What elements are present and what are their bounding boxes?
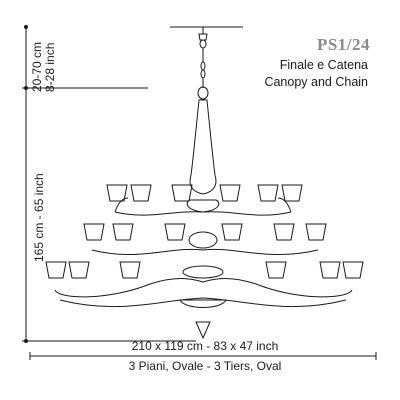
- part-label-italian: Finale e Catena: [279, 58, 368, 72]
- tier-middle-arms: [91, 248, 319, 256]
- tier-top-arms: [114, 197, 292, 216]
- lampshades-bottom-tier: [45, 261, 364, 279]
- chain-height-cm-label: 20-70 cm: [30, 41, 44, 92]
- part-label-english: Canopy and Chain: [264, 75, 368, 89]
- tiers-description: 3 Piani, Ovale - 3 Tiers, Oval: [128, 359, 282, 373]
- canopy-and-chain: [198, 27, 208, 88]
- tier-bottom-arms: [54, 278, 353, 308]
- lampshades-middle-tier: [83, 223, 327, 241]
- width-dimension-label: 210 x 119 cm - 83 x 47 inch: [131, 339, 279, 353]
- lampshades-top-tier: [106, 184, 303, 202]
- model-code: PS1/24: [316, 35, 370, 54]
- body-height-label: 165 cm - 65 inch: [32, 173, 46, 262]
- chain-height-inch-label: 8-28 inch: [43, 42, 57, 92]
